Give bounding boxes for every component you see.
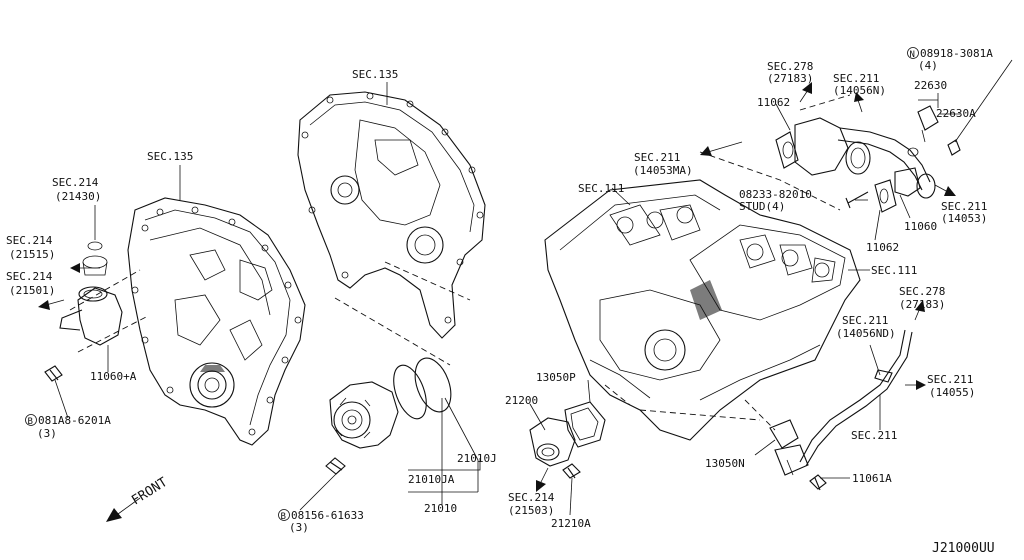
label-code-27183-bottom: (27183)	[899, 298, 945, 311]
label-08918: 08918-3081A	[920, 47, 993, 60]
direction-arrows	[38, 82, 956, 522]
label-081A8: 081A8-6201A	[38, 414, 111, 427]
diagram-code: J21000UU	[932, 541, 995, 556]
leader-lines	[54, 59, 1013, 516]
circle-n-icon	[907, 47, 919, 59]
label-code-14053: (14053)	[941, 212, 987, 225]
label-sec111-mid: SEC.111	[578, 182, 624, 195]
label-code-21515: (21515)	[9, 248, 55, 261]
label-front: FRONT	[129, 475, 170, 509]
label-circle-b-2: B	[281, 512, 286, 522]
label-sec278-bottom: SEC.278	[899, 285, 945, 298]
water-pipe-assembly	[769, 329, 913, 491]
label-22630: 22630	[914, 79, 947, 92]
water-outlet-right	[775, 105, 961, 213]
label-21210A: 21210A	[551, 517, 591, 530]
label-circle-n: N	[910, 50, 915, 60]
front-timing-cover	[127, 197, 306, 446]
water-pump	[325, 357, 452, 475]
label-22630A: 22630A	[936, 107, 976, 120]
label-sec214-21501: SEC.214	[6, 270, 53, 283]
cylinder-block	[544, 179, 861, 441]
label-21010JA: 21010JA	[408, 473, 455, 486]
label-sec111-right: SEC.111	[871, 264, 917, 277]
label-sec278-top: SEC.278	[767, 60, 813, 73]
label-11060-A: 11060+A	[90, 370, 137, 383]
label-11061A: 11061A	[852, 472, 892, 485]
label-08156: 08156-61633	[291, 509, 364, 522]
label-sec211-14053MA: SEC.211	[634, 151, 680, 164]
label-11060: 11060	[904, 220, 937, 233]
label-code-14055: (14055)	[929, 386, 975, 399]
label-sec214-21430: SEC.214	[52, 176, 99, 189]
circle-b-icon	[25, 414, 37, 426]
label-code-14053MA: (14053MA)	[633, 164, 693, 177]
label-circle-b-1: B	[28, 417, 33, 427]
water-outlet-left	[44, 241, 123, 382]
label-sec211-right: SEC.211	[851, 429, 897, 442]
label-08156-qty: (3)	[289, 521, 309, 534]
thermostat-housing	[529, 401, 606, 479]
label-11062-bottom: 11062	[866, 241, 899, 254]
label-code-21430: (21430)	[55, 190, 101, 203]
label-08233: 08233-82010	[739, 188, 812, 201]
label-sec211-14056N: SEC.211	[833, 72, 879, 85]
label-21010J: 21010J	[457, 452, 497, 465]
label-081A8-qty: (3)	[37, 427, 57, 440]
label-21200: 21200	[505, 394, 538, 407]
label-sec214-21503: SEC.214	[508, 491, 555, 504]
label-code-21503: (21503)	[508, 504, 554, 517]
rear-timing-case	[297, 91, 486, 339]
label-sec135-top: SEC.135	[352, 68, 398, 81]
label-sec214-21515: SEC.214	[6, 234, 53, 247]
label-code-27183-top: (27183)	[767, 72, 813, 85]
label-sec211-14056ND: SEC.211	[842, 314, 888, 327]
label-stud: STUD(4)	[739, 200, 785, 213]
label-code-14056ND: (14056ND)	[836, 327, 896, 340]
label-13050P: 13050P	[536, 371, 576, 384]
label-sec211-14055: SEC.211	[927, 373, 973, 386]
label-sec135-left: SEC.135	[147, 150, 193, 163]
label-11062-top: 11062	[757, 96, 790, 109]
part-labels: SEC.135 SEC.135 SEC.214 (21430) SEC.214 …	[6, 47, 995, 556]
label-sec211-14053: SEC.211	[941, 200, 987, 213]
label-08918-qty: (4)	[918, 59, 938, 72]
label-code-14056N: (14056N)	[833, 84, 886, 97]
label-code-21501: (21501)	[9, 284, 55, 297]
label-21010: 21010	[424, 502, 457, 515]
label-13050N: 13050N	[705, 457, 745, 470]
circle-b-icon	[278, 509, 290, 521]
